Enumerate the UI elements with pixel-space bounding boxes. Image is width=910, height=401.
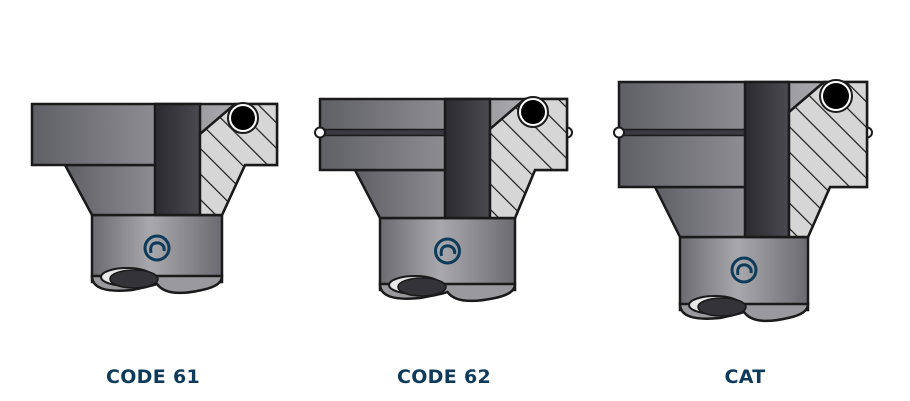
flange-groove (319, 128, 446, 137)
tube-bore (697, 297, 747, 317)
o-ring (231, 106, 255, 130)
center-bore (443, 97, 492, 220)
left-notch (613, 126, 625, 139)
logo-swoosh-icon (439, 244, 457, 257)
cross-section-hatch (787, 80, 869, 239)
logo-icon (730, 256, 758, 284)
label-cat: CAT (724, 366, 766, 388)
o-ring (521, 100, 545, 124)
label-code-62: CODE 62 (396, 366, 491, 388)
cross-section-hatch (488, 97, 569, 220)
fitting-code-62 (314, 96, 573, 303)
tube-bore (397, 277, 447, 297)
logo-icon (143, 234, 171, 262)
label-code-61: CODE 61 (105, 366, 200, 388)
logo-icon (434, 237, 461, 265)
center-bore (153, 102, 202, 217)
logo-swoosh-icon (736, 263, 753, 276)
cross-section-hatch (198, 102, 279, 217)
center-bore (743, 80, 791, 239)
logo-swoosh-icon (149, 241, 166, 254)
tube-bore (109, 269, 159, 289)
fitting-code-61 (30, 102, 279, 295)
left-notch (314, 126, 326, 139)
fitting-cat (613, 79, 873, 323)
o-ring (823, 83, 849, 109)
flange-groove (618, 128, 746, 137)
